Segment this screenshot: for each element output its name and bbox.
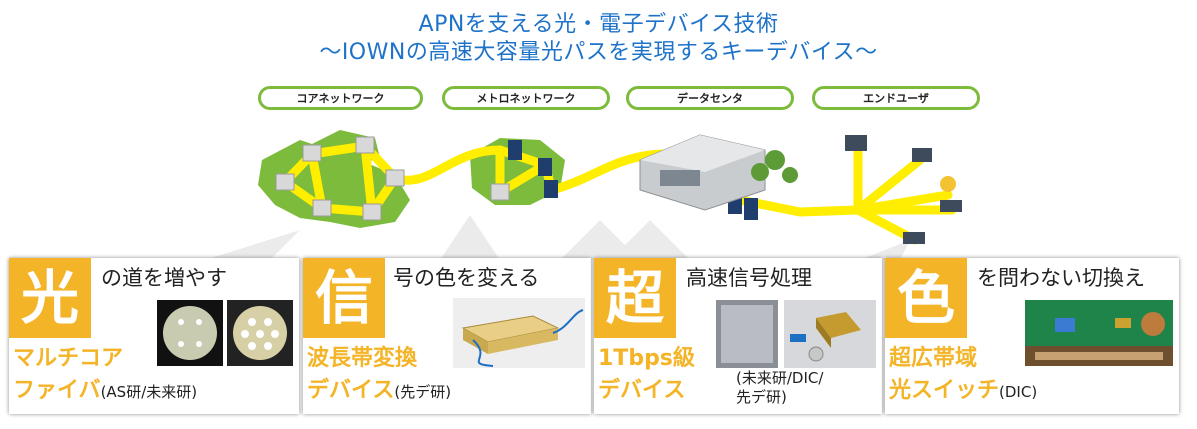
card-tagline: 高速信号処理 xyxy=(686,266,812,290)
card-note-line1: (未来研/DIC/ xyxy=(736,369,824,387)
card-note: (先デ研) xyxy=(394,383,452,401)
card-big-char: 色 xyxy=(885,258,967,338)
card-tagline: を問わない切換え xyxy=(977,266,1145,290)
title-line2: 〜IOWNの高速大容量光パスを実現するキーデバイス〜 xyxy=(319,40,878,65)
switch-photo xyxy=(1025,300,1173,366)
card-title-line2: 光スイッチ xyxy=(889,378,1000,403)
card-multicore-fiber: 光 の道を増やす マルチコア ファイバ(AS研/未来研) xyxy=(9,258,299,414)
device-photo xyxy=(453,298,585,368)
card-big-char: 信 xyxy=(303,258,385,338)
card-big-char: 超 xyxy=(594,258,676,338)
projection-shapes xyxy=(205,215,910,260)
optical-paths xyxy=(280,141,957,245)
card-tagline: 号の色を変える xyxy=(393,266,540,290)
card-title-line1: 超広帯域 xyxy=(889,346,978,371)
server-stacks xyxy=(508,140,758,220)
pill-datacenter: データセンタ xyxy=(626,86,794,110)
pill-end-user: エンドユーザ xyxy=(812,86,980,110)
card-big-char: 光 xyxy=(9,258,91,338)
card-title-line2: デバイス xyxy=(598,378,686,403)
card-title-line1: 1Tbps級 xyxy=(598,346,695,371)
card-optical-switch: 色 を問わない切換え 超広帯域 光スイッチ(DIC) xyxy=(885,258,1179,414)
card-note: (DIC) xyxy=(999,383,1038,401)
card-title-line2: デバイス xyxy=(307,378,395,403)
card-title-line2-wrap: 光スイッチ(DIC) xyxy=(889,376,1037,407)
card-1tbps-device: 超 高速信号処理 1Tbps級 デバイス (未来研/DIC/ 先デ研) xyxy=(594,258,882,414)
card-wavelength-device: 信 号の色を変える 波長帯変換 デバイス(先デ研) xyxy=(303,258,591,414)
chip-photo xyxy=(716,300,876,368)
card-tagline: の道を増やす xyxy=(101,266,227,290)
card-note-line2: 先デ研) xyxy=(736,388,787,406)
pill-metro-network: メトロネットワーク xyxy=(442,86,610,110)
end-user-devices xyxy=(845,135,962,244)
card-note: (AS研/未来研) xyxy=(100,383,198,401)
card-title-line2-wrap: ファイバ(AS研/未来研) xyxy=(13,376,197,407)
card-title-line2: ファイバ xyxy=(13,378,101,403)
pill-core-network: コアネットワーク xyxy=(258,86,423,110)
datacenter-building xyxy=(639,134,798,211)
card-title-line2-wrap: デバイス(先デ研) xyxy=(307,376,451,407)
core-nodes xyxy=(275,136,510,221)
card-title-line1: 波長帯変換 xyxy=(307,346,418,371)
title-line1: APNを支える光・電子デバイス技術 xyxy=(418,12,779,37)
fiber-photo xyxy=(157,300,293,366)
card-title-line1: マルチコア xyxy=(13,346,124,371)
